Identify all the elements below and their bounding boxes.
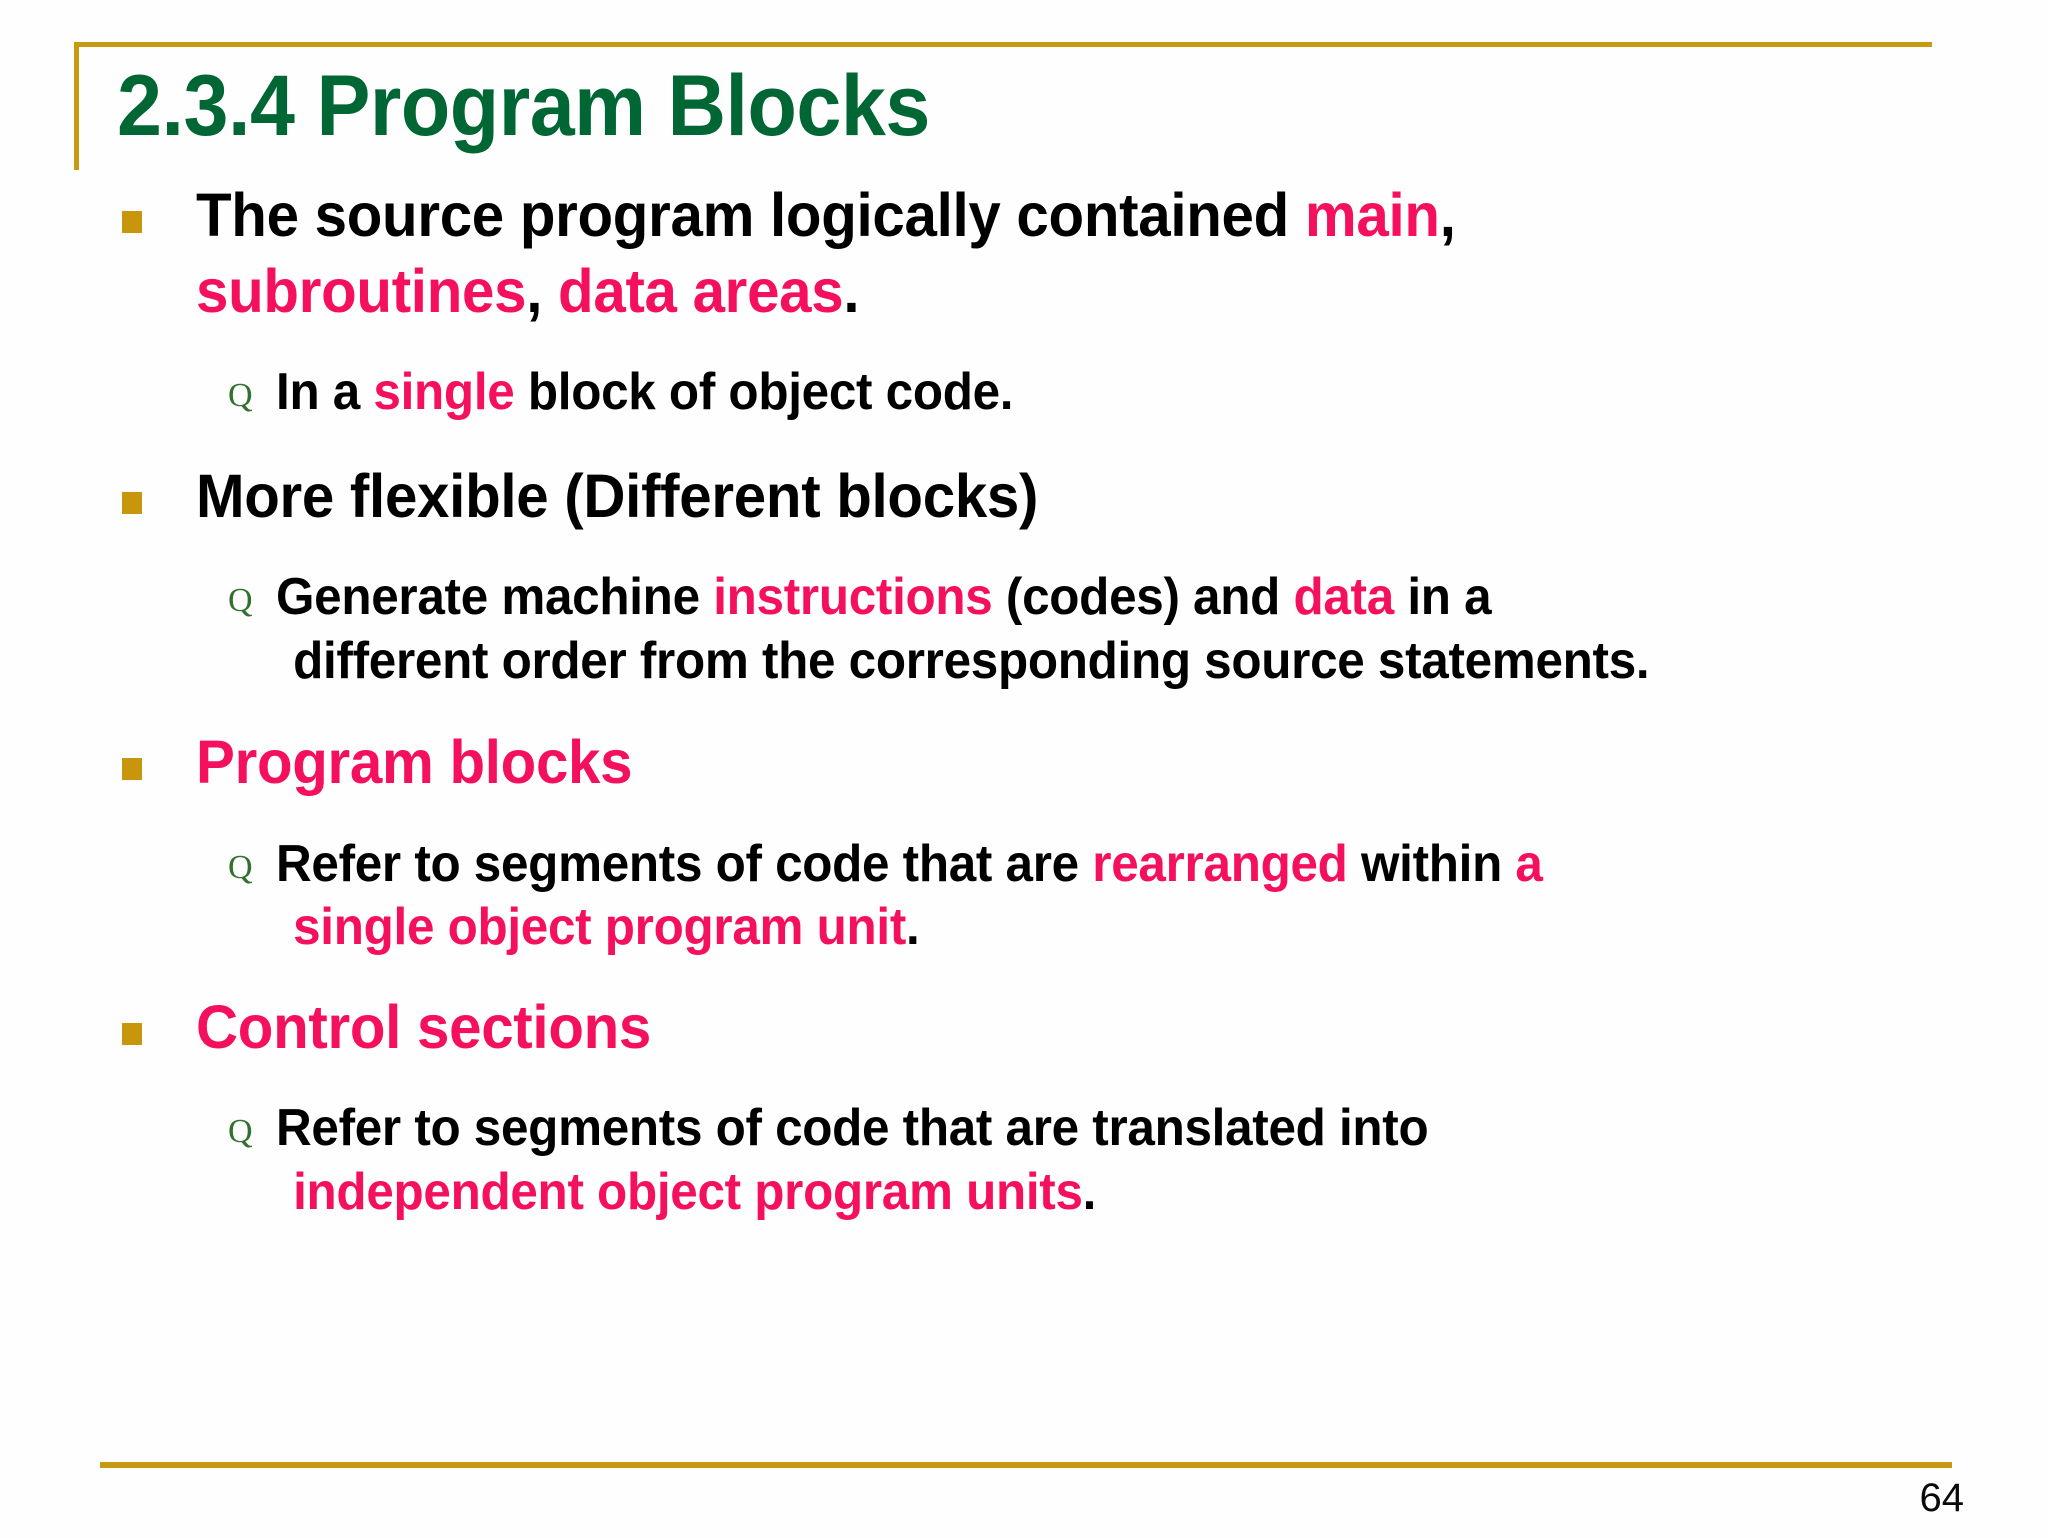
bullet-1-text-a: The source program logically contained	[196, 181, 1305, 249]
bullet-item-4: Control sections	[0, 990, 2048, 1066]
bullet-3-text: Program blocks	[196, 728, 633, 797]
q-marker-icon: Q	[228, 1113, 253, 1151]
slide-body: The source program logically contained m…	[0, 178, 2048, 1228]
q-marker-icon: Q	[228, 377, 253, 415]
sub-3-period: .	[905, 898, 920, 957]
sub-bullet-item-4: Q Refer to segments of code that are tra…	[0, 1097, 2048, 1224]
square-bullet-icon	[122, 491, 142, 514]
sub-2-keyword-data: data	[1293, 568, 1394, 627]
sub-3-text-a: Refer to segments of code that are	[276, 834, 1093, 893]
sub-bullet-4-line-2: independent object program units.	[276, 1161, 1959, 1224]
spacer-1	[0, 333, 2048, 361]
bullet-1-comma: ,	[1439, 181, 1456, 249]
page-number: 64	[1919, 1476, 1965, 1520]
spacer-3	[0, 538, 2048, 566]
bullet-1-keyword-data-areas: data areas	[558, 256, 844, 325]
square-bullet-icon	[122, 758, 142, 781]
sub-1-keyword-single: single	[373, 363, 515, 422]
bullet-item-1: The source program logically contained m…	[0, 178, 2048, 329]
spacer-7	[0, 1069, 2048, 1097]
square-bullet-icon	[122, 1022, 142, 1045]
bullet-1-separator: ,	[526, 256, 559, 325]
square-bullet-icon	[122, 211, 142, 233]
sub-bullet-item-1: Q In a single block of object code.	[0, 361, 2048, 424]
sub-2-text-b: (codes) and	[992, 568, 1294, 627]
sub-bullet-3-line-1: Refer to segments of code that are rearr…	[276, 833, 1959, 896]
sub-3-text-b: within	[1347, 834, 1516, 893]
sub-4-period: .	[1082, 1162, 1097, 1221]
sub-bullet-item-2: Q Generate machine instructions (codes) …	[0, 566, 2048, 693]
sub-3-keyword-rearranged: rearranged	[1092, 834, 1348, 893]
bullet-4-text: Control sections	[196, 992, 652, 1061]
spacer-2	[0, 429, 2048, 459]
title-frame: 2.3.4 Program Blocks	[74, 42, 1932, 170]
sub-4-keyword-independent: independent object program units	[293, 1162, 1083, 1221]
bullet-1-line-1: The source program logically contained m…	[196, 178, 1965, 254]
sub-3-keyword-single-object: single object program unit	[293, 898, 906, 957]
spacer-5	[0, 805, 2048, 833]
spacer-6	[0, 964, 2048, 990]
sub-2-text-a: Generate machine	[276, 568, 714, 627]
bullet-1-keyword-subroutines: subroutines	[196, 256, 527, 325]
sub-bullet-2-line-1: Generate machine instructions (codes) an…	[276, 566, 1959, 629]
page-title: 2.3.4 Program Blocks	[117, 58, 930, 154]
q-marker-icon: Q	[228, 848, 253, 886]
q-marker-icon: Q	[228, 582, 253, 620]
sub-2-keyword-instructions: instructions	[713, 568, 993, 627]
bullet-1-period: .	[843, 256, 860, 325]
bullet-item-3: Program blocks	[0, 725, 2048, 801]
spacer-4	[0, 697, 2048, 725]
footer-divider	[100, 1462, 1952, 1468]
sub-bullet-4-line-1: Refer to segments of code that are trans…	[276, 1099, 1429, 1158]
sub-bullet-1-line-1: In a single block of object code.	[276, 361, 1959, 424]
bullet-2-text: More flexible (Different blocks)	[196, 461, 1039, 530]
bullet-1-keyword-main: main	[1304, 181, 1440, 249]
sub-1-text-a: In a	[276, 363, 374, 422]
bullet-item-2: More flexible (Different blocks)	[0, 459, 2048, 535]
sub-2-text-c: in a	[1393, 568, 1492, 627]
sub-1-text-b: block of object code.	[514, 363, 1014, 422]
sub-3-keyword-a: a	[1515, 834, 1543, 893]
sub-bullet-3-line-2: single object program unit.	[276, 896, 1959, 959]
sub-bullet-2-line-2: different order from the corresponding s…	[293, 631, 1650, 690]
sub-bullet-item-3: Q Refer to segments of code that are rea…	[0, 833, 2048, 960]
bullet-1-line-2: subroutines, data areas.	[196, 254, 1965, 330]
